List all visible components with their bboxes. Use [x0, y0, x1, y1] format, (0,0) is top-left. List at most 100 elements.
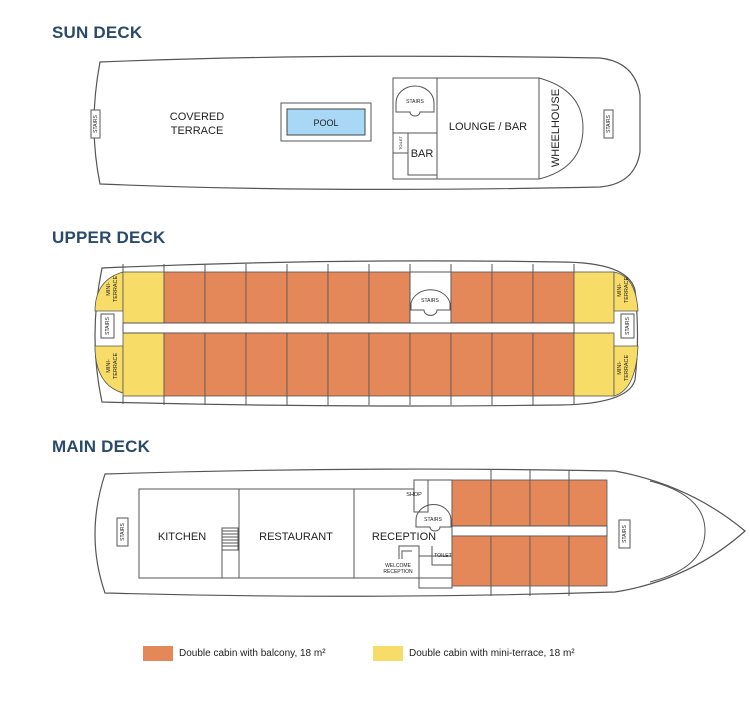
legend-mini-terrace-label: Double cabin with mini-terrace, 18 m² [409, 648, 575, 659]
mini-terrace-label-1b: TERRACE [113, 276, 119, 303]
main-stairs-inner[interactable] [415, 504, 452, 532]
mini-terrace-cabin-1-room[interactable] [122, 271, 165, 324]
bar-label: BAR [411, 148, 434, 160]
balcony-cabin[interactable] [532, 271, 575, 324]
shop-label: SHOP [406, 492, 422, 498]
main-deck-plan: STAIRS KITCHEN RESTAURANT RECEPTION SHOP… [94, 468, 746, 597]
balcony-cabin[interactable] [368, 271, 411, 324]
balcony-cabin[interactable] [245, 271, 288, 324]
welcome-toilet-area [398, 545, 453, 589]
main-balcony-cabins [451, 479, 608, 587]
balcony-cabin[interactable] [568, 535, 608, 587]
sun-deck-plan: STAIRS COVERED TERRACE POOL STAIRS TOILE… [90, 55, 641, 190]
upper-stairs-right[interactable] [620, 313, 635, 339]
lounge-bar-label: LOUNGE / BAR [449, 121, 527, 133]
welcome-label-2: RECEPTION [383, 569, 413, 575]
balcony-cabin[interactable] [286, 332, 329, 397]
balcony-cabin[interactable] [286, 271, 329, 324]
upper-deck-plan: STAIRS MINI- TERRACE MINI- TERRACE STAIR… [94, 260, 639, 407]
balcony-cabin[interactable] [327, 332, 370, 397]
upper-deck-title: UPPER DECK [52, 228, 166, 247]
balcony-cabin[interactable] [568, 479, 608, 527]
balcony-cabin[interactable] [163, 332, 206, 397]
upper-stairs-right-label: STAIRS [625, 316, 631, 334]
restaurant [238, 488, 355, 579]
pool-label: POOL [313, 118, 338, 128]
main-stairs-right-label: STAIRS [622, 524, 628, 542]
kitchen-label: KITCHEN [158, 531, 206, 543]
mini-terrace-cabin-3[interactable] [613, 271, 639, 312]
balcony-cabin[interactable] [409, 332, 452, 397]
balcony-cabin[interactable] [491, 332, 534, 397]
balcony-cabin[interactable] [490, 479, 531, 527]
main-stairs-left-label: STAIRS [120, 522, 126, 540]
mini-terrace-label-4a: MINI- [617, 361, 623, 375]
balcony-cabin[interactable] [529, 479, 570, 527]
bar [407, 132, 438, 176]
mini-terrace-label-2a: MINI- [106, 359, 112, 373]
sun-stairs-right-label: STAIRS [606, 114, 612, 132]
balcony-cabin[interactable] [204, 271, 247, 324]
bow-line [649, 480, 706, 583]
balcony-cabin[interactable] [529, 535, 570, 587]
balcony-cabin[interactable] [451, 535, 492, 587]
mini-terrace-cabin-2-room[interactable] [122, 332, 165, 397]
balcony-cabin[interactable] [204, 332, 247, 397]
sun-stairs-inner[interactable] [395, 85, 435, 117]
legend-balcony-label: Double cabin with balcony, 18 m² [179, 648, 326, 659]
upper-balcony-row-bottom [163, 332, 575, 397]
wheelhouse [538, 77, 584, 180]
main-stairs-right[interactable] [618, 519, 631, 549]
sun-stairs-right[interactable] [603, 109, 614, 139]
wheelhouse-label: WHEELHOUSE [550, 89, 562, 167]
balcony-cabin[interactable] [245, 332, 288, 397]
main-toilet-label: TOILET [434, 553, 451, 559]
covered-terrace-label-1: COVERED [170, 111, 224, 123]
balcony-cabin[interactable] [450, 332, 493, 397]
sun-stairs-left[interactable] [90, 109, 101, 139]
upper-stairs-center-label: STAIRS [421, 298, 439, 304]
main-deck-title: MAIN DECK [52, 437, 151, 456]
sun-deck-title: SUN DECK [52, 23, 143, 42]
legend-item-mini-terrace: Double cabin with mini-terrace, 18 m² [373, 646, 575, 661]
upper-stairs-left-label: STAIRS [105, 316, 111, 334]
upper-stairs-left[interactable] [100, 313, 115, 339]
mini-terrace-cabin-4-room[interactable] [573, 332, 615, 397]
balcony-cabin[interactable] [450, 271, 493, 324]
balcony-cabin[interactable] [491, 271, 534, 324]
kitchen-stairs-icon [221, 527, 239, 578]
mini-terrace-cabin-3-room[interactable] [573, 271, 615, 324]
mini-terrace-label-3b: TERRACE [624, 277, 630, 304]
upper-balcony-dividers [122, 264, 575, 405]
shop [413, 480, 429, 513]
main-corridor [451, 525, 608, 537]
legend-item-balcony: Double cabin with balcony, 18 m² [143, 646, 326, 661]
mini-terrace-label-4b: TERRACE [624, 355, 630, 382]
sun-stairs-inner-label: STAIRS [406, 99, 424, 105]
main-stairs-inner-label: STAIRS [424, 517, 442, 523]
mini-terrace-label-1a: MINI- [106, 282, 112, 296]
balcony-cabin[interactable] [327, 271, 370, 324]
mini-terrace-label-2b: TERRACE [113, 353, 119, 380]
upper-balcony-row-top [163, 271, 575, 324]
sun-toilet-label: TOILET [398, 135, 403, 149]
welcome-label-1: WELCOME [385, 563, 412, 569]
mini-terrace-cabin-1[interactable] [94, 271, 124, 312]
mini-terrace-label-3a: MINI- [617, 283, 623, 297]
balcony-cabin[interactable] [368, 332, 411, 397]
sun-stairs-left-label: STAIRS [93, 114, 99, 132]
covered-terrace-label-2: TERRACE [171, 125, 224, 137]
balcony-cabin[interactable] [451, 479, 492, 527]
balcony-cabin[interactable] [490, 535, 531, 587]
balcony-cabin[interactable] [532, 332, 575, 397]
main-balcony-dividers [490, 470, 570, 596]
upper-stairs-center[interactable] [410, 289, 451, 316]
welcome-desk [401, 550, 412, 559]
balcony-swatch [143, 646, 173, 661]
reception-label: RECEPTION [372, 531, 436, 543]
main-stairs-left[interactable] [116, 517, 129, 547]
balcony-cabin[interactable] [163, 271, 206, 324]
mini-terrace-cabin-4[interactable] [613, 345, 639, 397]
pool [286, 108, 366, 136]
